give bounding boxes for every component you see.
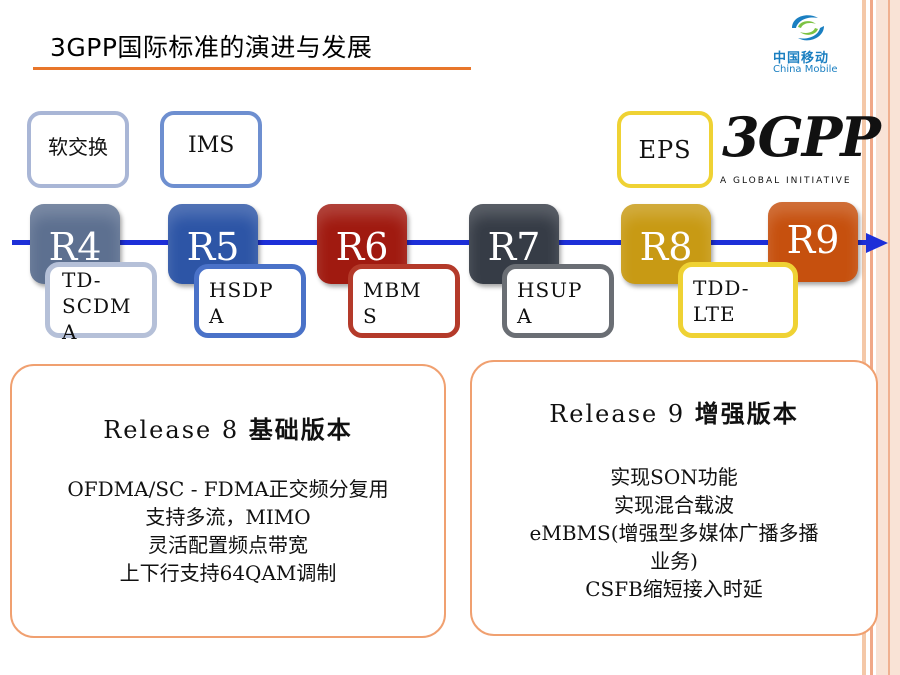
subfeature-mbms: MBM S	[348, 264, 460, 338]
release9-heading: Release 9 增强版本	[472, 394, 876, 429]
feature-eps: EPS	[617, 111, 713, 188]
release-r5-label: R5	[186, 225, 240, 269]
gpp-logo: 3GPP A GLOBAL INITIATIVE	[718, 104, 881, 190]
subfeature-tdd-lte-line1: TDD-	[693, 276, 750, 300]
timeline-arrowhead	[866, 233, 888, 253]
release9-panel: Release 9 增强版本 实现SON功能 实现混合载波 eMBMS(增强型多…	[470, 360, 878, 636]
feature-ims: IMS	[160, 111, 262, 188]
release9-line: 实现混合载波	[614, 493, 734, 517]
subfeature-hsdpa-line1: HSDP	[209, 278, 274, 302]
release8-heading-bold: 基础版本	[248, 416, 353, 444]
subfeature-mbms-line1: MBM	[363, 278, 422, 302]
release8-heading: Release 8 基础版本	[12, 410, 444, 445]
subfeature-td-scdma-line1: TD-	[62, 268, 102, 292]
subfeature-hsdpa: HSDP A	[194, 264, 306, 338]
subfeature-td-scdma-line2: SCDM	[62, 294, 132, 318]
subfeature-mbms-line2: S	[363, 304, 378, 328]
subfeature-tdd-lte: TDD- LTE	[678, 262, 798, 338]
subfeature-tdd-lte-line2: LTE	[693, 302, 736, 326]
title-underline	[33, 67, 471, 70]
gpp-logo-mark: 3GPP	[722, 105, 881, 169]
release9-line: 业务)	[650, 549, 698, 573]
release9-line: eMBMS(增强型多媒体广播多播	[529, 521, 819, 545]
release9-heading-prefix: Release 9	[549, 400, 686, 428]
release8-line: OFDMA/SC - FDMA正交频分复用	[67, 477, 389, 501]
release9-line: CSFB缩短接入时延	[585, 577, 763, 601]
release-r9: R9	[768, 202, 858, 282]
subfeature-td-scdma: TD- SCDM A	[45, 262, 157, 344]
gpp-logo-tagline: A GLOBAL INITIATIVE	[720, 176, 852, 186]
page-title: 3GPP国际标准的演进与发展	[50, 33, 373, 62]
release8-line: 上下行支持64QAM调制	[119, 561, 337, 585]
release8-line: 灵活配置频点带宽	[148, 533, 308, 557]
release8-panel: Release 8 基础版本 OFDMA/SC - FDMA正交频分复用 支持多…	[10, 364, 446, 638]
feature-softswitch-label: 软交换	[48, 135, 108, 159]
release8-line: 支持多流，MIMO	[145, 505, 311, 529]
release8-heading-prefix: Release 8	[103, 416, 240, 444]
release-r9-label: R9	[786, 218, 840, 262]
decor-stripe-4	[888, 0, 890, 675]
subfeature-hsupa: HSUP A	[502, 264, 614, 338]
subfeature-hsdpa-line2: A	[209, 304, 225, 328]
subfeature-td-scdma-line3: A	[62, 320, 78, 344]
feature-softswitch: 软交换	[27, 111, 129, 188]
feature-eps-label: EPS	[638, 135, 692, 164]
release-r4-label: R4	[48, 225, 102, 269]
release-r6-label: R6	[335, 225, 389, 269]
release9-heading-bold: 增强版本	[694, 400, 799, 428]
logo-en-text: China Mobile	[773, 64, 838, 75]
release-r8-label: R8	[639, 225, 693, 269]
logo-cn-text: 中国移动	[773, 51, 830, 66]
subfeature-hsupa-line2: A	[517, 304, 533, 328]
decor-stripe-2	[870, 0, 873, 675]
release9-line: 实现SON功能	[610, 465, 738, 489]
subfeature-hsupa-line1: HSUP	[517, 278, 583, 302]
timeline-line	[12, 240, 868, 245]
release-r7-label: R7	[487, 225, 541, 269]
china-mobile-logo-icon	[792, 15, 824, 41]
decor-stripe-1	[862, 0, 866, 675]
feature-ims-label: IMS	[188, 133, 235, 158]
